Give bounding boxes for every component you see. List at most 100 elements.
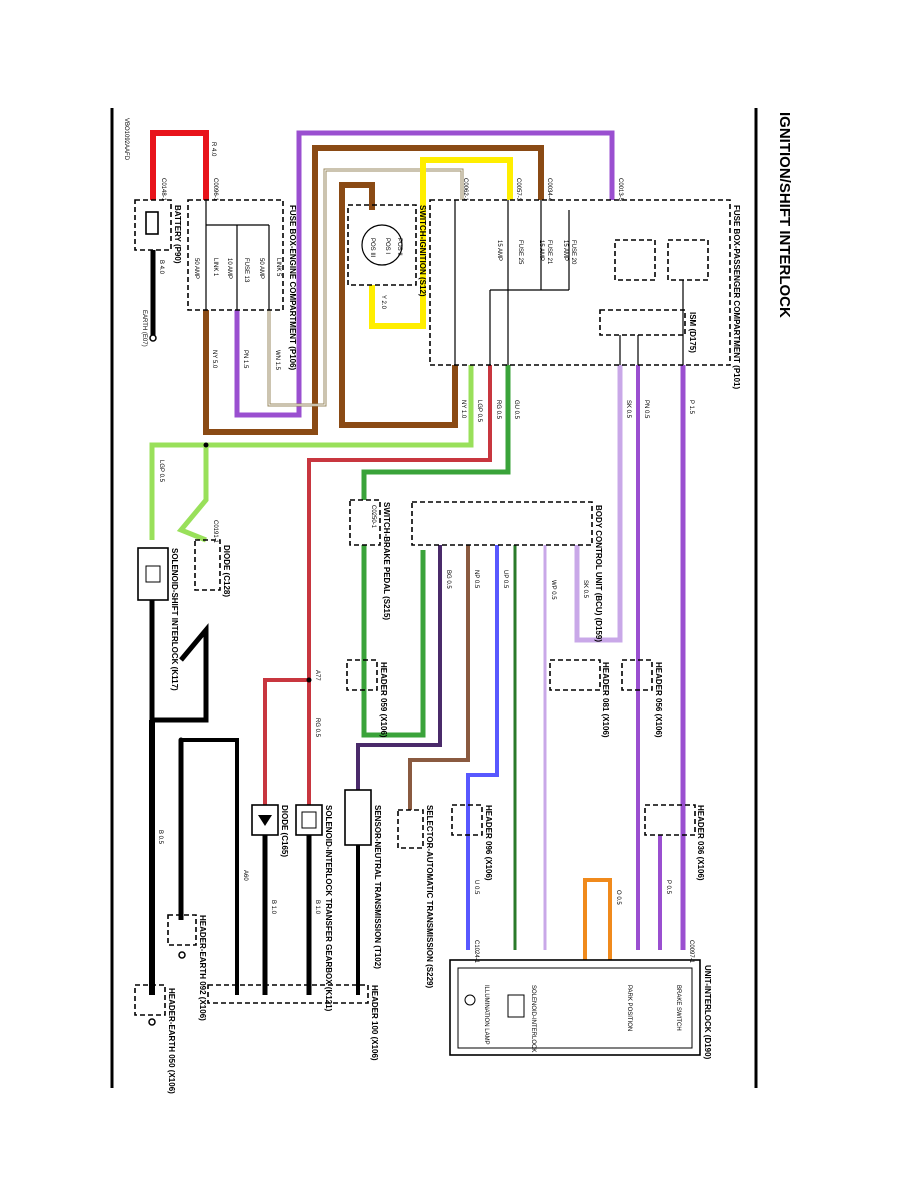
fuse-link5-label: LINK 5 bbox=[275, 258, 281, 277]
bcu-box bbox=[411, 501, 593, 546]
ism-box bbox=[599, 309, 686, 336]
header-036-label: HEADER 036 (X106) bbox=[696, 805, 705, 881]
interlock-illum: ILLUMINATION LAMP bbox=[483, 985, 489, 1045]
splice-2 bbox=[149, 717, 155, 723]
conn-c0097: C0097-1 bbox=[688, 940, 694, 964]
header-earth-050-point bbox=[148, 1018, 156, 1026]
header-100-box bbox=[207, 984, 369, 1004]
wire-red-battery bbox=[150, 130, 209, 200]
wire-olive-link5-b bbox=[268, 169, 463, 406]
wire-label-o05: O 0.5 bbox=[615, 890, 621, 905]
fuse-box-passenger bbox=[429, 199, 731, 366]
fuse13-label: FUSE 13 bbox=[243, 258, 249, 283]
header-earth-092-box bbox=[167, 914, 197, 946]
wire-blue-up bbox=[466, 545, 499, 950]
conn-c0013: C0013-5 bbox=[617, 178, 623, 202]
solenoid-k117-coil bbox=[145, 565, 161, 583]
relay-1 bbox=[614, 239, 656, 281]
ign-pos-3: POS III bbox=[369, 238, 375, 258]
selector-s229-label: SELECTOR-AUTOMATIC TRANSMISSION (S229) bbox=[425, 805, 434, 988]
fuse-box-engine-label: FUSE BOX-ENGINE COMPARTMENT (P106) bbox=[288, 205, 297, 371]
wire-lavender-sk bbox=[574, 365, 623, 643]
wire-label-b05: B 0.5 bbox=[157, 830, 163, 845]
wire-label-rg: RG 0.5 bbox=[495, 400, 501, 420]
interlock-solenoid-coil bbox=[507, 994, 525, 1018]
ism-label: ISM (D175) bbox=[688, 312, 697, 353]
wire-brown-np bbox=[408, 545, 470, 810]
wire-label-a60: A60 bbox=[242, 870, 248, 881]
wire-label-bg: BG 0.5 bbox=[445, 570, 451, 589]
fuse13-amp: 10 AMP bbox=[226, 258, 232, 279]
header-096-box bbox=[451, 804, 483, 836]
wire-label-lgp2: LGP 0.5 bbox=[158, 460, 164, 483]
wire-label-wn15: WN 1.5 bbox=[274, 350, 280, 371]
fuse20-amp: 15 AMP bbox=[562, 240, 568, 261]
ignition-switch-box bbox=[347, 204, 417, 286]
wire-green-gu-b bbox=[361, 545, 426, 738]
ignition-switch-label: SWITCH-IGNITION (S12) bbox=[418, 205, 427, 297]
header-earth-092-point bbox=[178, 951, 186, 959]
wire-lightgreen-diode-b bbox=[176, 445, 209, 543]
unit-interlock-outer bbox=[449, 959, 701, 1056]
conn-c1024: C1024-1 bbox=[473, 940, 479, 964]
wire-brown-inner-top bbox=[339, 182, 375, 210]
splice-4 bbox=[203, 442, 209, 448]
wire-label-u05: U 0.5 bbox=[473, 880, 479, 895]
fuse-link1-amp: 50 AMP bbox=[193, 258, 199, 279]
wire-label-np: NP 0.5 bbox=[473, 570, 479, 589]
interlock-solenoid: SOLENOID-INTERLOCK bbox=[530, 985, 536, 1052]
diode-c128-box bbox=[194, 539, 221, 591]
wire-label-up: UP 0.5 bbox=[502, 570, 508, 589]
page-title: IGNITION/SHIFT INTERLOCK bbox=[776, 112, 793, 318]
fuse-box-engine bbox=[187, 199, 284, 311]
conn-c0096: C0096-1 bbox=[212, 178, 218, 202]
wire-orange-loop bbox=[583, 878, 612, 960]
wire-label-pn05: PN 0.5 bbox=[643, 400, 649, 419]
ign-pos-2: POS I bbox=[384, 238, 390, 254]
wire-label-r40: R 4.0 bbox=[210, 142, 216, 157]
interlock-lamp bbox=[464, 994, 476, 1006]
wire-black-solenoid bbox=[149, 600, 209, 723]
wire-green-gu bbox=[361, 365, 511, 500]
wire-label-a77: A77 bbox=[314, 670, 320, 681]
diagram-code: VBO1092AAFD bbox=[123, 118, 129, 161]
wire-brown-main bbox=[203, 145, 544, 435]
battery-cell bbox=[145, 211, 159, 235]
conn-c0062: C0062-1 bbox=[462, 178, 468, 202]
conn-c0191: C0191-1 bbox=[212, 520, 218, 544]
splice-1 bbox=[306, 677, 312, 683]
header-056-box bbox=[621, 659, 653, 691]
fuse-link1-label: LINK 1 bbox=[212, 258, 218, 277]
header-100-label: HEADER 100 (X106) bbox=[370, 985, 379, 1061]
wire-yellow-ign bbox=[369, 157, 513, 329]
wire-label-gu: GU 0.5 bbox=[513, 400, 519, 420]
wire-label-y: Y 2.0 bbox=[380, 295, 386, 310]
diode-c128-label: DIODE (C128) bbox=[222, 545, 231, 597]
sensor-t102-label: SENSOR-NEUTRAL TRANSMISSION (T102) bbox=[373, 805, 382, 969]
interlock-brake-switch: BRAKE SWITCH bbox=[675, 985, 681, 1031]
wire-redpink-rg bbox=[263, 365, 492, 805]
bcu-label: BODY CONTROL UNIT (BCU) (D159) bbox=[594, 505, 603, 642]
wire-label-b10b: B 1.0 bbox=[314, 900, 320, 915]
wire-label-wp: WP 0.5 bbox=[550, 580, 556, 600]
earth-label: EARTH (E07) bbox=[141, 310, 147, 347]
wire-purple-fuse13 bbox=[234, 130, 615, 418]
brake-switch-label: SWITCH-BRAKE PEDAL (S215) bbox=[382, 502, 391, 620]
fuse-box-passenger-label: FUSE BOX-PASSENGER COMPARTMENT (P101) bbox=[732, 205, 741, 390]
wire-label-ny10: NY 1.0 bbox=[460, 400, 466, 419]
conn-c0148: C0148-1 bbox=[160, 178, 166, 202]
header-056-label: HEADER 056 (X106) bbox=[654, 662, 663, 738]
wire-darkpurple-bg bbox=[356, 545, 442, 790]
earth-point-e07 bbox=[149, 334, 157, 342]
wire-label-b10: B 1.0 bbox=[270, 900, 276, 915]
splice-3 bbox=[178, 737, 184, 743]
header-earth-050-label: HEADER-EARTH 050 (X106) bbox=[167, 988, 176, 1094]
wire-lightgreen-diode bbox=[149, 365, 474, 540]
fuse25-amp: 15 AMP bbox=[496, 240, 502, 261]
relay-2 bbox=[667, 239, 709, 281]
wire-label-b40: B 4.0 bbox=[158, 260, 164, 275]
diode-c165-symbol bbox=[258, 815, 272, 826]
fuse20-label: FUSE 20 bbox=[570, 240, 576, 265]
header-earth-092-label: HEADER-EARTH 092 (X106) bbox=[198, 915, 207, 1021]
unit-interlock-inner bbox=[457, 967, 693, 1049]
